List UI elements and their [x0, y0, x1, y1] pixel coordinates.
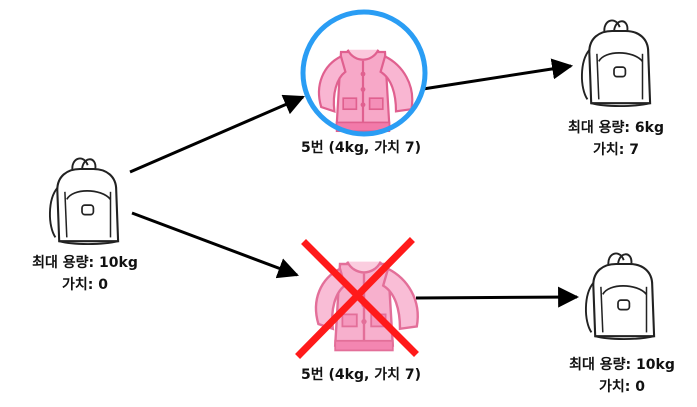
item-taken-node — [300, 9, 428, 137]
start-bag-label: 최대 용량: 10kg 가치: 0 — [32, 252, 138, 296]
bag-taken-label: 최대 용량: 6kg 가치: 7 — [568, 117, 664, 161]
bag-taken-capacity: 최대 용량: 6kg — [568, 120, 664, 136]
bag-skipped-value: 가치: 0 — [599, 379, 645, 395]
selected-highlight-ring — [300, 9, 428, 137]
arrow-taken-item-to-bag — [422, 58, 574, 91]
backpack-icon — [48, 157, 120, 246]
arrow-start-to-taken-item — [129, 94, 305, 174]
cross-mark-icon — [295, 237, 419, 359]
item-taken-caption-text: 5번 (4kg, 가치 7) — [301, 140, 421, 156]
arrow-skipped-item-to-bag — [415, 286, 580, 308]
item-taken-caption: 5번 (4kg, 가치 7) — [301, 137, 421, 159]
bag-skipped-capacity: 최대 용량: 10kg — [569, 357, 675, 373]
backpack-icon — [580, 19, 652, 108]
backpack-icon — [584, 252, 656, 341]
start-bag-value: 가치: 0 — [62, 277, 108, 293]
item-skipped-node — [295, 237, 419, 359]
item-skipped-caption-text: 5번 (4kg, 가치 7) — [301, 367, 421, 383]
jacket-icon — [317, 48, 414, 133]
bag-skipped-label: 최대 용량: 10kg 가치: 0 — [569, 354, 675, 398]
start-bag-capacity: 최대 용량: 10kg — [32, 255, 138, 271]
bag-taken-value: 가치: 7 — [593, 142, 639, 158]
arrow-start-to-skipped-item — [131, 211, 299, 279]
item-skipped-caption: 5번 (4kg, 가치 7) — [301, 364, 421, 386]
